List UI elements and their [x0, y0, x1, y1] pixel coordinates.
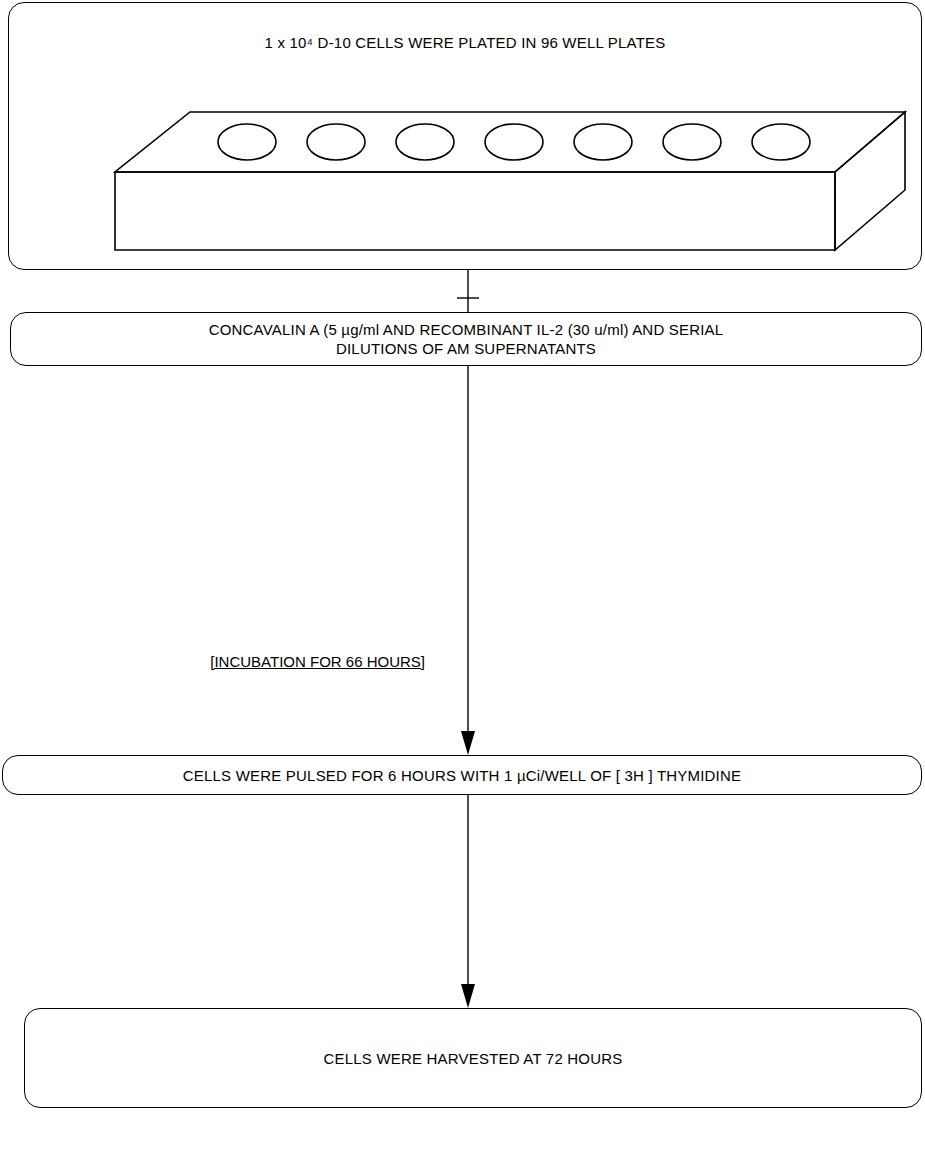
well — [752, 124, 810, 160]
connector-line — [467, 366, 468, 735]
edge-label: [INCUBATION FOR 66 HOURS] — [207, 652, 428, 671]
well — [396, 124, 454, 160]
well — [218, 124, 276, 160]
well — [574, 124, 632, 160]
arrowhead — [461, 731, 475, 755]
pulse-step-box: CELLS WERE PULSED FOR 6 HOURS WITH 1 µCi… — [2, 755, 922, 795]
well — [307, 124, 365, 160]
reagent-step-box: CONCAVALIN A (5 µg/ml AND RECOMBINANT IL… — [10, 312, 922, 366]
flow-connector — [461, 366, 475, 755]
plate-step-box: 1 x 10⁴ D-10 CELLS WERE PLATED IN 96 WEL… — [8, 2, 922, 270]
well — [663, 124, 721, 160]
step-text: CELLS WERE HARVESTED AT 72 HOURS — [324, 1049, 623, 1068]
flow-connector — [461, 795, 475, 1008]
plate-top — [115, 112, 905, 172]
connector-line — [467, 270, 468, 312]
step-text: CONCAVALIN A (5 µg/ml AND RECOMBINANT IL… — [186, 320, 746, 358]
well — [485, 124, 543, 160]
plate-front — [115, 172, 835, 250]
flow-connector — [457, 270, 479, 312]
connector-tick — [457, 297, 479, 298]
connector-line — [467, 795, 468, 988]
step-text: CELLS WERE PULSED FOR 6 HOURS WITH 1 µCi… — [183, 766, 741, 785]
plate-side — [835, 112, 905, 250]
step-text: 1 x 10⁴ D-10 CELLS WERE PLATED IN 96 WEL… — [265, 33, 666, 52]
arrowhead — [461, 984, 475, 1008]
harvest-step-box: CELLS WERE HARVESTED AT 72 HOURS — [24, 1008, 922, 1108]
